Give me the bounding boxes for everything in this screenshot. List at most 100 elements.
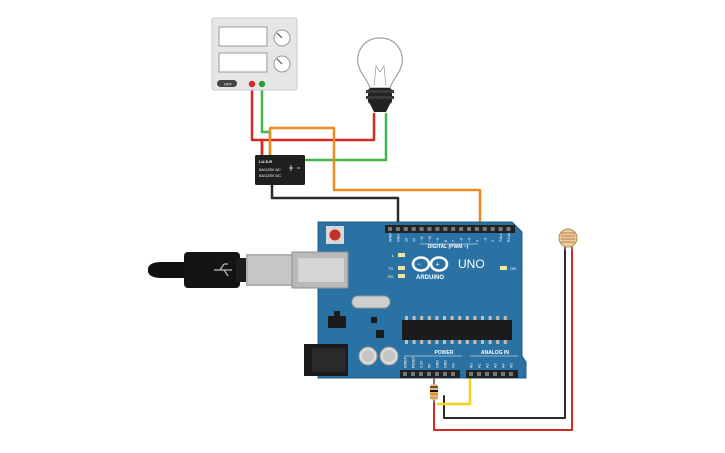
digital-pin-label: 2 — [491, 240, 495, 242]
analog-pin-label: A1 — [478, 363, 482, 368]
header-hole[interactable] — [443, 372, 447, 376]
light-bulb[interactable] — [357, 37, 403, 112]
wire-relay-red-to-bulb[interactable] — [260, 112, 376, 158]
digital-pin-label: TX▸1 — [499, 234, 503, 242]
header-hole[interactable] — [395, 227, 400, 231]
usb-icon — [214, 263, 232, 277]
analog-pin-label: A0 — [470, 363, 474, 368]
psu-display-current — [218, 52, 268, 73]
header-hole[interactable] — [467, 227, 471, 231]
power-pin-label: GND — [444, 360, 448, 368]
led-rx-label: RX — [388, 274, 394, 279]
led-on — [500, 266, 507, 270]
digital-header-pins — [388, 227, 511, 231]
digital-header[interactable] — [385, 225, 515, 233]
psu-terminal-green[interactable] — [258, 80, 266, 88]
header-hole[interactable] — [388, 227, 392, 231]
digital-pin-label: AREF — [389, 232, 393, 242]
photoresistor[interactable] — [558, 228, 578, 250]
arduino-logo-icon — [411, 256, 449, 272]
voltage-regulator — [328, 316, 346, 328]
header-hole[interactable] — [485, 372, 489, 376]
header-hole[interactable] — [490, 227, 495, 231]
header-hole[interactable] — [469, 372, 473, 376]
digital-header-label: DIGITAL (PWM ~) — [428, 244, 469, 250]
header-hole[interactable] — [403, 372, 407, 376]
header-hole[interactable] — [411, 372, 415, 376]
relay-module[interactable]: LU-5-R 5A/125V AC 5A/125V DC — [255, 155, 305, 185]
header-hole[interactable] — [482, 227, 487, 231]
header-hole[interactable] — [477, 372, 481, 376]
wire-yellow-a0[interactable] — [436, 376, 472, 406]
psu-power-button[interactable] — [217, 80, 237, 87]
wire-red-ldr-to-5v[interactable] — [433, 246, 573, 431]
digital-pin-label: 13 — [404, 238, 408, 242]
wire-relay-green-to-bulb[interactable] — [296, 112, 388, 162]
digital-pin-label: 7 — [452, 240, 456, 242]
header-hole[interactable] — [419, 372, 423, 376]
usb-cable[interactable] — [148, 252, 294, 288]
header-hole[interactable] — [451, 372, 455, 376]
digital-pin-label: GND — [396, 234, 400, 242]
power-supply[interactable]: OFF — [211, 17, 298, 91]
chip-pins — [405, 316, 507, 344]
crystal-oscillator — [351, 295, 391, 309]
header-hole[interactable] — [435, 227, 440, 231]
led-l-label: L — [392, 253, 395, 258]
power-pin-label: 3.3V — [420, 360, 424, 368]
power-pin-label: IOREF — [404, 356, 408, 368]
header-hole[interactable] — [435, 372, 439, 376]
relay-rating-dc: 5A/125V DC — [259, 173, 281, 178]
power-pin-label: 5V — [428, 363, 432, 368]
header-hole[interactable] — [411, 227, 416, 231]
psu-terminal-red[interactable] — [248, 80, 256, 88]
arduino-model: UNO — [458, 257, 485, 271]
power-label: POWER — [435, 350, 454, 356]
led-tx — [398, 266, 405, 270]
led-l — [398, 253, 405, 257]
header-hole[interactable] — [459, 227, 464, 231]
wire-orange-relay-to-pin4[interactable] — [268, 126, 482, 228]
bottom-header-pins — [403, 372, 513, 376]
psu-display-voltage — [218, 26, 268, 47]
atmega-chip — [402, 320, 512, 340]
resistor[interactable] — [430, 378, 438, 402]
header-hole[interactable] — [509, 372, 513, 376]
digital-pin-label: 8 — [444, 240, 448, 242]
header-hole[interactable] — [501, 372, 505, 376]
digital-pin-label: 4 — [475, 240, 479, 242]
header-hole[interactable] — [443, 227, 448, 231]
analog-pin-label: A5 — [510, 363, 514, 368]
header-hole[interactable] — [451, 227, 456, 231]
reset-button[interactable] — [329, 229, 341, 241]
header-hole[interactable] — [498, 227, 503, 231]
digital-pin-label: ~11 — [420, 236, 424, 242]
relay-model: LU-5-R — [259, 159, 272, 164]
led-tx-label: TX — [388, 266, 393, 271]
wire-psu-red-to-relay[interactable] — [250, 84, 264, 158]
header-hole[interactable] — [474, 227, 479, 231]
header-hole[interactable] — [419, 227, 424, 231]
led-rx — [398, 274, 405, 278]
header-hole[interactable] — [427, 372, 431, 376]
digital-pin-label: ~9 — [436, 238, 440, 242]
wire-black-ldr[interactable] — [443, 246, 566, 419]
header-hole[interactable] — [403, 227, 408, 231]
arduino-brand: ARDUINO — [416, 275, 444, 281]
wire-black-relay-to-gnd[interactable] — [270, 182, 400, 228]
analog-label: ANALOG IN — [481, 350, 509, 356]
header-hole[interactable] — [493, 372, 497, 376]
header-hole[interactable] — [427, 227, 432, 231]
digital-pin-label: ~10 — [428, 236, 432, 242]
digital-pin-label: ~3 — [483, 238, 487, 242]
analog-header[interactable] — [466, 370, 518, 378]
digital-pin-label: RX◂0 — [507, 233, 511, 242]
led-on-label: ON — [510, 266, 516, 271]
header-hole[interactable] — [506, 227, 511, 231]
